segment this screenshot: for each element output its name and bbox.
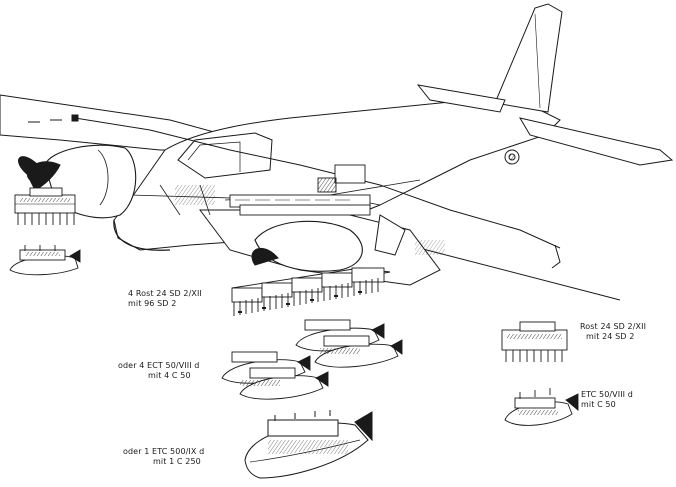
label-etc-50: ETC 50/VIII d mit C 50	[581, 390, 633, 410]
label-rost-4-line2: mit 96 SD 2	[128, 299, 177, 308]
etc-small-left	[9, 245, 81, 276]
label-ect-4: oder 4 ECT 50/VIII d mit 4 C 50	[118, 361, 199, 381]
installed-racks	[229, 164, 371, 216]
etc-500-carrier	[244, 410, 373, 479]
label-ect-4-line2: mit 4 C 50	[148, 371, 191, 380]
label-etc-50-line2: mit C 50	[581, 400, 616, 409]
label-etc-500-line2: mit 1 C 250	[153, 457, 201, 466]
aircraft-airframe	[0, 3, 674, 301]
label-rost-1-line2: mit 24 SD 2	[586, 332, 635, 341]
tail-fin	[494, 3, 563, 113]
label-etc-500: oder 1 ETC 500/IX d mit 1 C 250	[123, 447, 204, 467]
cockpit	[177, 132, 273, 179]
rack-group-center	[231, 267, 391, 316]
starboard-engine	[254, 220, 363, 272]
rack-small-left	[14, 187, 76, 225]
etc-small-right	[504, 388, 579, 426]
label-ect-4-line1: oder 4 ECT 50/VIII d	[118, 361, 200, 370]
label-etc-50-line1: ETC 50/VIII d	[581, 390, 633, 399]
label-rost-4: 4 Rost 24 SD 2/XII mit 96 SD 2	[128, 289, 202, 309]
label-rost-4-line1: 4 Rost 24 SD 2/XII	[128, 289, 202, 298]
label-etc-500-line1: oder 1 ETC 500/IX d	[123, 447, 205, 456]
etc-group-center	[221, 319, 403, 400]
label-rost-1-line1: Rost 24 SD 2/XII	[580, 322, 647, 331]
horizontal-stabiliser	[518, 117, 674, 166]
rack-right	[501, 321, 568, 362]
label-rost-1: Rost 24 SD 2/XII mit 24 SD 2	[580, 322, 646, 342]
